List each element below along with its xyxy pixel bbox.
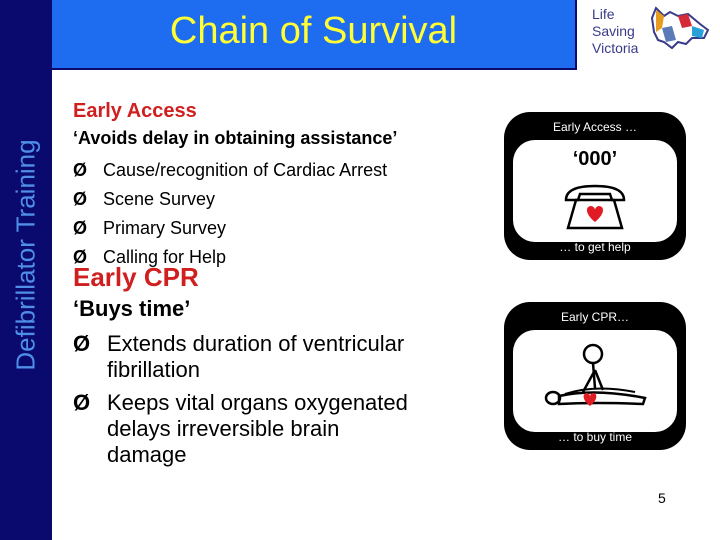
page-title: Chain of Survival (169, 10, 458, 52)
bullet-text: Cause/recognition of Cardiac Arrest (103, 160, 388, 180)
early-cpr-panel: Early CPR… … to buy time (504, 302, 686, 450)
panel-bottom-label: … to get help (559, 240, 631, 254)
logo-line-1: Life (592, 6, 615, 22)
list-item: Ø Extends duration of ventricular fibrill… (73, 331, 404, 383)
bullet-text: Scene Survey (103, 189, 216, 209)
early-access-quote: ‘Avoids delay in obtaining assistance’ (73, 128, 398, 148)
page-number: 5 (658, 490, 666, 506)
bullet-text-continued: damage (107, 442, 187, 467)
emergency-number: ‘000’ (572, 148, 618, 170)
arrow-bullet-icon: Ø (73, 160, 88, 180)
list-item: Ø Calling for Help (73, 247, 226, 268)
panel-top-label: Early Access … (552, 120, 638, 134)
bullet-text: Primary Survey (103, 218, 227, 238)
panel-inner: ‘000’ (513, 140, 677, 242)
list-item: Ø Keeps vital organs oxygenated delays ir… (73, 390, 408, 468)
victoria-map-icon (650, 6, 710, 50)
logo: Life Saving Victoria (588, 2, 716, 60)
arrow-bullet-icon: Ø (73, 189, 88, 209)
list-item: Ø Cause/recognition of Cardiac Arrest (73, 160, 387, 181)
panel-top-label: Early CPR… (560, 310, 629, 324)
sidebar-title: Defibrillator Training (10, 139, 41, 371)
bullet-text: Calling for Help (103, 247, 227, 267)
logo-text: Life Saving Victoria (592, 6, 638, 57)
arrow-bullet-icon: Ø (73, 218, 88, 238)
cpr-figure-icon (544, 343, 647, 406)
logo-line-3: Victoria (592, 40, 639, 56)
sidebar: Defibrillator Training (0, 0, 52, 540)
panel-bottom-label: … to buy time (557, 430, 633, 444)
title-bar: Chain of Survival (52, 0, 577, 70)
early-cpr-quote: ‘Buys time’ (73, 296, 191, 321)
early-access-heading: Early Access (73, 100, 197, 122)
heart-icon (583, 393, 597, 406)
logo-line-2: Saving (592, 23, 635, 39)
bullet-text-continued: fibrillation (107, 357, 200, 382)
bullet-text: Keeps vital organs oxygenated (107, 390, 408, 415)
list-item: Ø Primary Survey (73, 218, 226, 239)
bullet-text: Extends duration of ventricular (107, 331, 405, 356)
heart-icon (586, 206, 604, 222)
early-access-panel: Early Access … ‘000’ … to get help (504, 112, 686, 260)
panel-inner (513, 330, 677, 432)
early-cpr-heading: Early CPR (73, 262, 199, 292)
list-item: Ø Scene Survey (73, 189, 215, 210)
bullet-text-continued: delays irreversible brain (107, 416, 340, 441)
telephone-icon (564, 184, 626, 230)
arrow-bullet-icon: Ø (73, 247, 88, 267)
arrow-bullet-icon: Ø (73, 390, 91, 415)
arrow-bullet-icon: Ø (73, 331, 91, 356)
